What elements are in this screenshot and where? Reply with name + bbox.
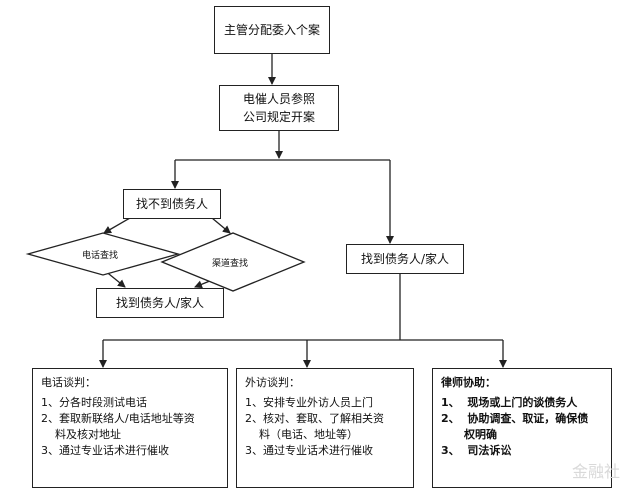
panel-visit-item: 3、通过专业话术进行催收 xyxy=(245,444,373,457)
node-found-left-label: 找到债务人/家人 xyxy=(115,296,205,310)
diamond-channel-check-label: 渠道查找 xyxy=(212,259,249,269)
panel-phone-item: 1、分各时段测试电话 xyxy=(41,396,147,409)
panel-lawyer-title: 律师协助： xyxy=(441,376,496,389)
panel-visit-negotiation: 外访谈判： 1、安排专业外访人员上门 2、核对、套取、了解相关资 料（电话、地址… xyxy=(236,368,414,488)
node-assign-label: 主管分配委入个案 xyxy=(223,23,320,37)
node-collector-line1: 电催人员参照 xyxy=(242,92,315,106)
panel-phone-item: 3、通过专业话术进行催收 xyxy=(41,444,169,457)
arrow-notfound-phone xyxy=(103,217,131,234)
node-assign: 主管分配委入个案 xyxy=(214,6,330,54)
panel-lawyer-item: 1、 现场或上门的谈债务人 xyxy=(441,396,578,409)
panel-lawyer-item: 3、 司法诉讼 xyxy=(441,444,512,457)
panel-phone-item: 2、套取新联络人/电话地址等资 xyxy=(41,412,195,425)
panel-visit-title: 外访谈判： xyxy=(245,376,300,389)
diamond-phone-check-label: 电话查找 xyxy=(82,251,119,261)
panel-lawyer-item: 2、 协助调查、取证，确保债 xyxy=(441,412,589,425)
diamond-channel-check xyxy=(160,232,306,292)
panel-visit-item: 料（电话、地址等） xyxy=(245,428,358,441)
watermark-text: 金融社 xyxy=(572,462,621,481)
panel-lawyer-assist: 律师协助： 1、 现场或上门的谈债务人 2、 协助调查、取证，确保债 权明确 3… xyxy=(432,368,612,488)
node-collector: 电催人员参照 公司规定开案 xyxy=(219,85,339,131)
panel-phone-negotiation: 电话谈判： 1、分各时段测试电话 2、套取新联络人/电话地址等资 料及核对地址 … xyxy=(32,368,228,488)
node-not-found: 找不到债务人 xyxy=(123,189,221,219)
node-collector-line2: 公司规定开案 xyxy=(242,110,315,124)
panel-visit-item: 1、安排专业外访人员上门 xyxy=(245,396,373,409)
node-found-left: 找到债务人/家人 xyxy=(96,288,224,318)
node-not-found-label: 找不到债务人 xyxy=(135,197,208,211)
diamond-phone-check xyxy=(25,232,181,276)
panel-phone-title: 电话谈判： xyxy=(41,376,96,389)
panel-lawyer-item: 权明确 xyxy=(441,428,497,441)
arrow-notfound-channel xyxy=(211,217,231,234)
panel-phone-item: 料及核对地址 xyxy=(41,428,121,441)
node-found-right-label: 找到债务人/家人 xyxy=(360,252,450,266)
node-found-right: 找到债务人/家人 xyxy=(346,244,464,274)
panel-visit-item: 2、核对、套取、了解相关资 xyxy=(245,412,384,425)
